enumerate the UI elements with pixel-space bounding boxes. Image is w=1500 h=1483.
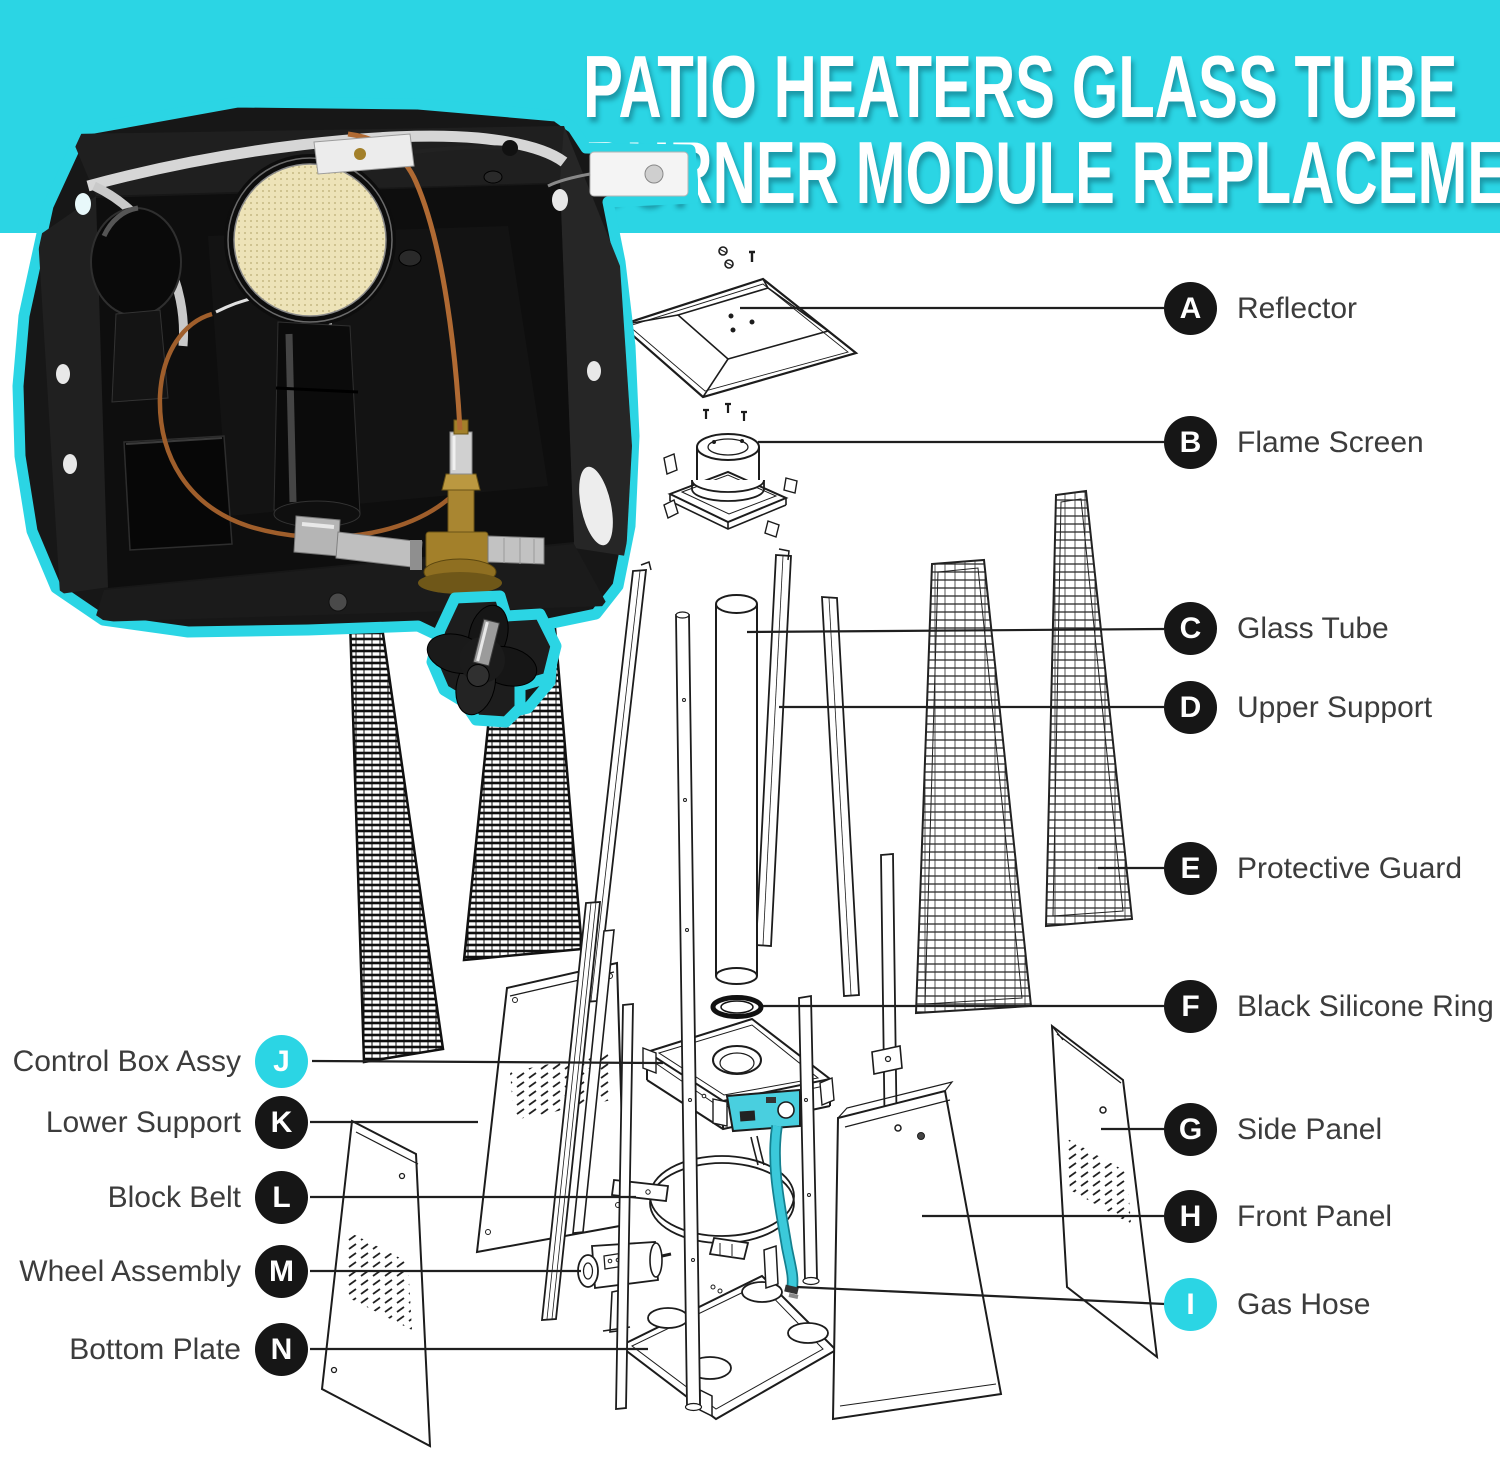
guard-mesh-right-icon xyxy=(914,489,1134,1015)
part-label-n: Bottom Plate xyxy=(69,1332,241,1366)
part-badge-g: G xyxy=(1164,1103,1217,1156)
part-badge-c: C xyxy=(1164,602,1217,655)
part-badge-l: L xyxy=(255,1171,308,1224)
star-knob-icon xyxy=(426,590,562,728)
front-panel-icon xyxy=(831,1081,1003,1421)
callout-front-panel: H Front Panel xyxy=(1164,1190,1392,1243)
part-label-f: Black Silicone Ring xyxy=(1237,989,1494,1023)
callout-side-panel: G Side Panel xyxy=(1164,1103,1382,1156)
part-badge-e: E xyxy=(1164,842,1217,895)
callout-block-belt: L Block Belt xyxy=(108,1171,308,1224)
glass-tube-icon xyxy=(715,594,758,985)
part-label-a: Reflector xyxy=(1237,291,1358,325)
callout-gas-hose: I Gas Hose xyxy=(1164,1278,1370,1331)
part-badge-b: B xyxy=(1164,416,1217,469)
panel-bottom-left-icon xyxy=(320,1119,432,1448)
part-badge-f: F xyxy=(1164,980,1217,1033)
callout-upper-support: D Upper Support xyxy=(1164,681,1432,734)
part-badge-k: K xyxy=(255,1096,308,1149)
callout-lower-support: K Lower Support xyxy=(46,1096,308,1149)
part-label-m: Wheel Assembly xyxy=(19,1254,241,1288)
leader-lines xyxy=(310,306,1166,1351)
part-badge-i: I xyxy=(1164,1278,1217,1331)
part-label-d: Upper Support xyxy=(1237,690,1433,724)
page-title-line2: BURNER MODULE REPLACEMENT xyxy=(583,123,1500,222)
callout-bottom-plate: N Bottom Plate xyxy=(69,1323,308,1376)
part-label-h: Front Panel xyxy=(1237,1199,1393,1233)
callout-reflector: A Reflector xyxy=(1164,282,1357,335)
screws-icon xyxy=(703,246,755,421)
frame-poles-icon xyxy=(615,611,820,1412)
part-badge-h: H xyxy=(1164,1190,1217,1243)
part-badge-j: J xyxy=(255,1035,308,1088)
part-label-j: Control Box Assy xyxy=(12,1044,241,1078)
callout-wheel-assembly: M Wheel Assembly xyxy=(19,1245,308,1298)
callout-glass-tube: C Glass Tube xyxy=(1164,602,1389,655)
part-badge-n: N xyxy=(255,1323,308,1376)
part-badge-m: M xyxy=(255,1245,308,1298)
part-label-c: Glass Tube xyxy=(1237,611,1389,645)
page-title-line1: PATIO HEATERS GLASS TUBE xyxy=(583,37,1458,136)
part-label-e: Protective Guard xyxy=(1237,851,1463,885)
part-badge-a: A xyxy=(1164,282,1217,335)
part-label-i: Gas Hose xyxy=(1237,1287,1371,1321)
callout-protective-guard: E Protective Guard xyxy=(1164,842,1462,895)
tray-photo-art xyxy=(38,126,689,622)
side-panel-icon xyxy=(1050,1023,1159,1360)
part-label-g: Side Panel xyxy=(1237,1112,1383,1146)
flame-screen-icon xyxy=(663,433,798,538)
gas-hose-icon xyxy=(769,1125,799,1299)
part-label-k: Lower Support xyxy=(45,1105,241,1139)
silicone-ring-icon xyxy=(710,995,764,1019)
part-label-b: Flame Screen xyxy=(1237,425,1424,459)
callout-flame-screen: B Flame Screen xyxy=(1164,416,1424,469)
callout-silicone-ring: F Black Silicone Ring xyxy=(1164,980,1494,1033)
support-rails-icon xyxy=(540,548,903,1321)
callout-control-box-assy: J Control Box Assy xyxy=(13,1035,308,1088)
block-belt-icon xyxy=(610,1135,795,1261)
part-badge-d: D xyxy=(1164,681,1217,734)
part-label-l: Block Belt xyxy=(107,1180,241,1214)
product-photo-burner-module xyxy=(12,96,698,728)
